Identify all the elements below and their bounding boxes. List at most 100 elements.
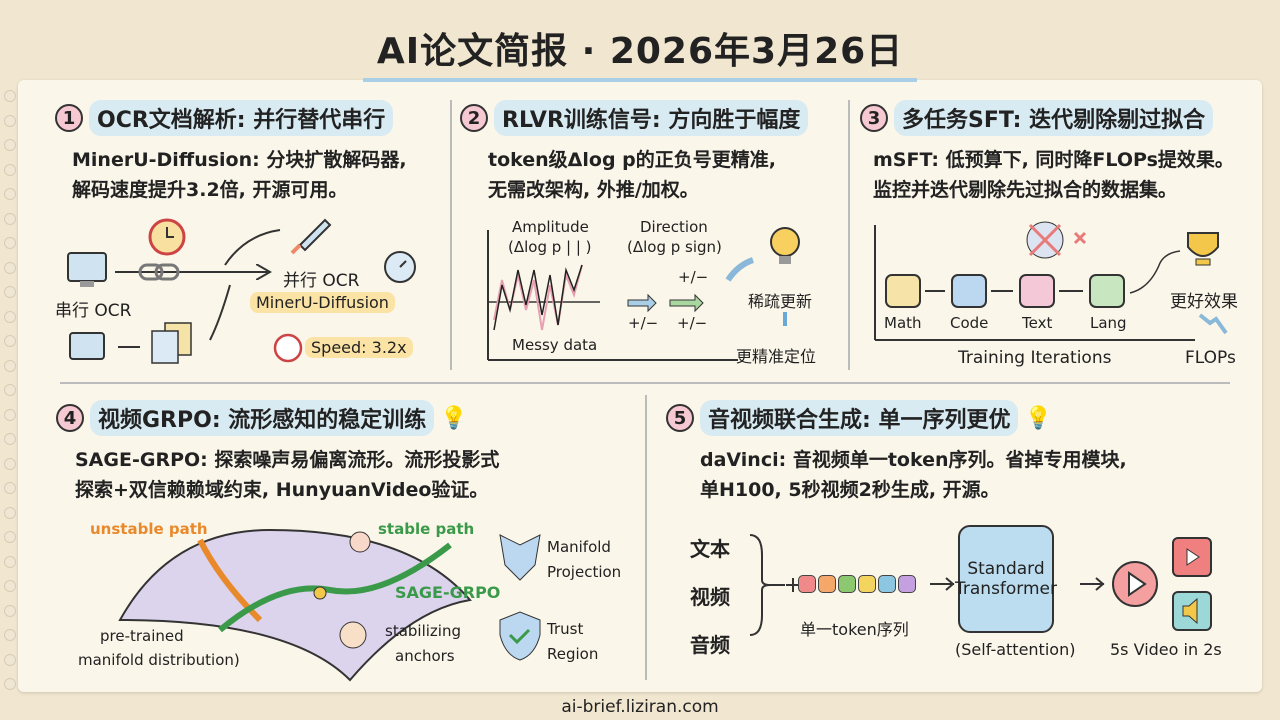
sign-label: +/−: [628, 314, 659, 332]
code-icon: [951, 274, 987, 308]
lightbulb-icon: [770, 227, 800, 264]
panel-number: 4: [56, 404, 84, 432]
unstable-path: [197, 538, 263, 623]
anchor-face-icon: [349, 531, 371, 553]
amplitude-sub-label: (Δlog p | | ): [508, 238, 592, 256]
flops-label: FLOPs: [1185, 348, 1236, 368]
divider: [645, 395, 647, 680]
panel-body-line: 监控并迭代剔除先过拟合的数据集。: [873, 179, 1178, 201]
lightbulb-icon: 💡: [1024, 405, 1052, 431]
page-title: AI论文简报 · 2026年3月26日: [0, 22, 1280, 82]
text-icon: [1019, 274, 1055, 308]
stable-path-label: stable path: [378, 520, 475, 538]
task-label: Text: [1022, 314, 1053, 332]
panel-body-line: SAGE-GRPO: 探索噪声易偏离流形。流形投影式: [75, 449, 500, 471]
panel-body-line: 解码速度提升3.2倍, 开源可用。: [72, 179, 348, 201]
manifold-diagram: [118, 528, 541, 682]
ghost-icon: [1026, 221, 1087, 259]
task-label: Code: [950, 314, 989, 332]
video-icon: [1172, 537, 1212, 577]
anchor-face-icon: [339, 621, 367, 649]
projection-label: Manifold: [547, 538, 611, 556]
manifold-surface: [118, 528, 472, 682]
panel-number: 2: [460, 104, 488, 132]
token-block: [878, 575, 896, 593]
trophy-icon: [1187, 232, 1219, 266]
output-label: 5s Video in 2s: [1110, 640, 1222, 659]
stopwatch-icon: [384, 251, 416, 283]
chain-icon: [138, 263, 180, 281]
arrow-icon: [627, 293, 657, 313]
panel-body-line: 单H100, 5秒视频2秒生成, 开源。: [700, 479, 1000, 501]
trust-region-label: Trust: [547, 620, 584, 638]
projection-label: Projection: [547, 563, 622, 581]
chat-icon: [1089, 274, 1125, 308]
panel-number: 1: [55, 104, 83, 132]
anchor-point: [313, 586, 327, 600]
token-block: [858, 575, 876, 593]
unstable-path-label: unstable path: [90, 520, 208, 538]
shield-icon: [499, 611, 541, 661]
token-block: [838, 575, 856, 593]
panel-number: 5: [666, 404, 694, 432]
stopwatch-icon: [273, 333, 303, 363]
manifold-label: manifold distribution): [78, 651, 240, 669]
anchors-label: stabilizing: [385, 622, 461, 640]
direction-sub-label: (Δlog p sign): [627, 238, 722, 256]
arrow-icon: [1080, 577, 1105, 591]
divider: [450, 100, 452, 370]
play-icon: [1112, 561, 1158, 607]
model-label: Standard: [967, 559, 1045, 579]
ocr-diagram: [67, 218, 416, 364]
token-block: [818, 575, 836, 593]
task-label: Math: [884, 314, 922, 332]
panel-body-line: MinerU-Diffusion: 分块扩散解码器,: [72, 149, 407, 171]
serial-ocr-label: 串行 OCR: [55, 301, 132, 321]
amplitude-label: Amplitude: [512, 218, 589, 236]
speed-badge: Speed: 3.2x: [305, 337, 413, 358]
arrow-icon: [930, 577, 955, 591]
input-video-label: 视频: [690, 585, 730, 609]
panel-heading: OCR文档解析: 并行替代串行: [89, 100, 394, 136]
spiral-binding: [4, 90, 18, 690]
manifold-label: pre-trained: [100, 627, 184, 645]
stable-path: [218, 542, 452, 633]
sign-label: +/−: [677, 314, 708, 332]
panel-body-line: 无需改架构, 外推/加权。: [488, 179, 699, 201]
clock-icon: [148, 218, 186, 256]
panel-heading: 音视频联合生成: 单一序列更优: [700, 400, 1019, 436]
input-text-label: 文本: [690, 537, 730, 561]
training-diagram: [874, 221, 1228, 341]
anchors-label: anchors: [395, 647, 455, 665]
model-label: Transformer: [955, 579, 1058, 599]
sign-label: +/−: [678, 268, 709, 286]
method-badge: MinerU-Diffusion: [250, 292, 395, 313]
panel-body-line: daVinci: 音视频单一token序列。省掉专用模块,: [700, 449, 1127, 471]
token-block: [798, 575, 816, 593]
signal-chart: [487, 227, 800, 361]
precise-label: 更精准定位: [736, 347, 817, 366]
panel-body-line: 探索+双信赖赖域约束, HunyuanVideo验证。: [75, 479, 489, 501]
task-label: Lang: [1090, 314, 1127, 332]
messy-data-label: Messy data: [512, 336, 598, 354]
lightbulb-icon: 💡: [440, 405, 468, 431]
better-result-label: 更好效果: [1170, 292, 1238, 312]
rocket-icon: [290, 218, 332, 255]
attention-label: (Self-attention): [955, 640, 1076, 659]
panel-heading: RLVR训练信号: 方向胜于幅度: [494, 100, 809, 136]
sequence-label: 单一token序列: [800, 620, 909, 639]
documents-icon: [151, 322, 192, 364]
arrow-icon: [669, 293, 704, 313]
footer-url[interactable]: ai-brief.liziran.com: [561, 697, 719, 717]
math-icon: [885, 274, 921, 308]
input-audio-label: 音频: [690, 633, 730, 657]
manifold-icon: [499, 534, 541, 581]
method-label: SAGE-GRPO: [395, 583, 501, 602]
output-icons: [1112, 537, 1212, 631]
panel-heading: 多任务SFT: 迭代剔除剔过拟合: [894, 100, 1214, 136]
divider: [848, 100, 850, 370]
divider: [60, 382, 1230, 384]
panel-number: 3: [860, 104, 888, 132]
panel-heading: 视频GRPO: 流形感知的稳定训练: [90, 400, 435, 436]
